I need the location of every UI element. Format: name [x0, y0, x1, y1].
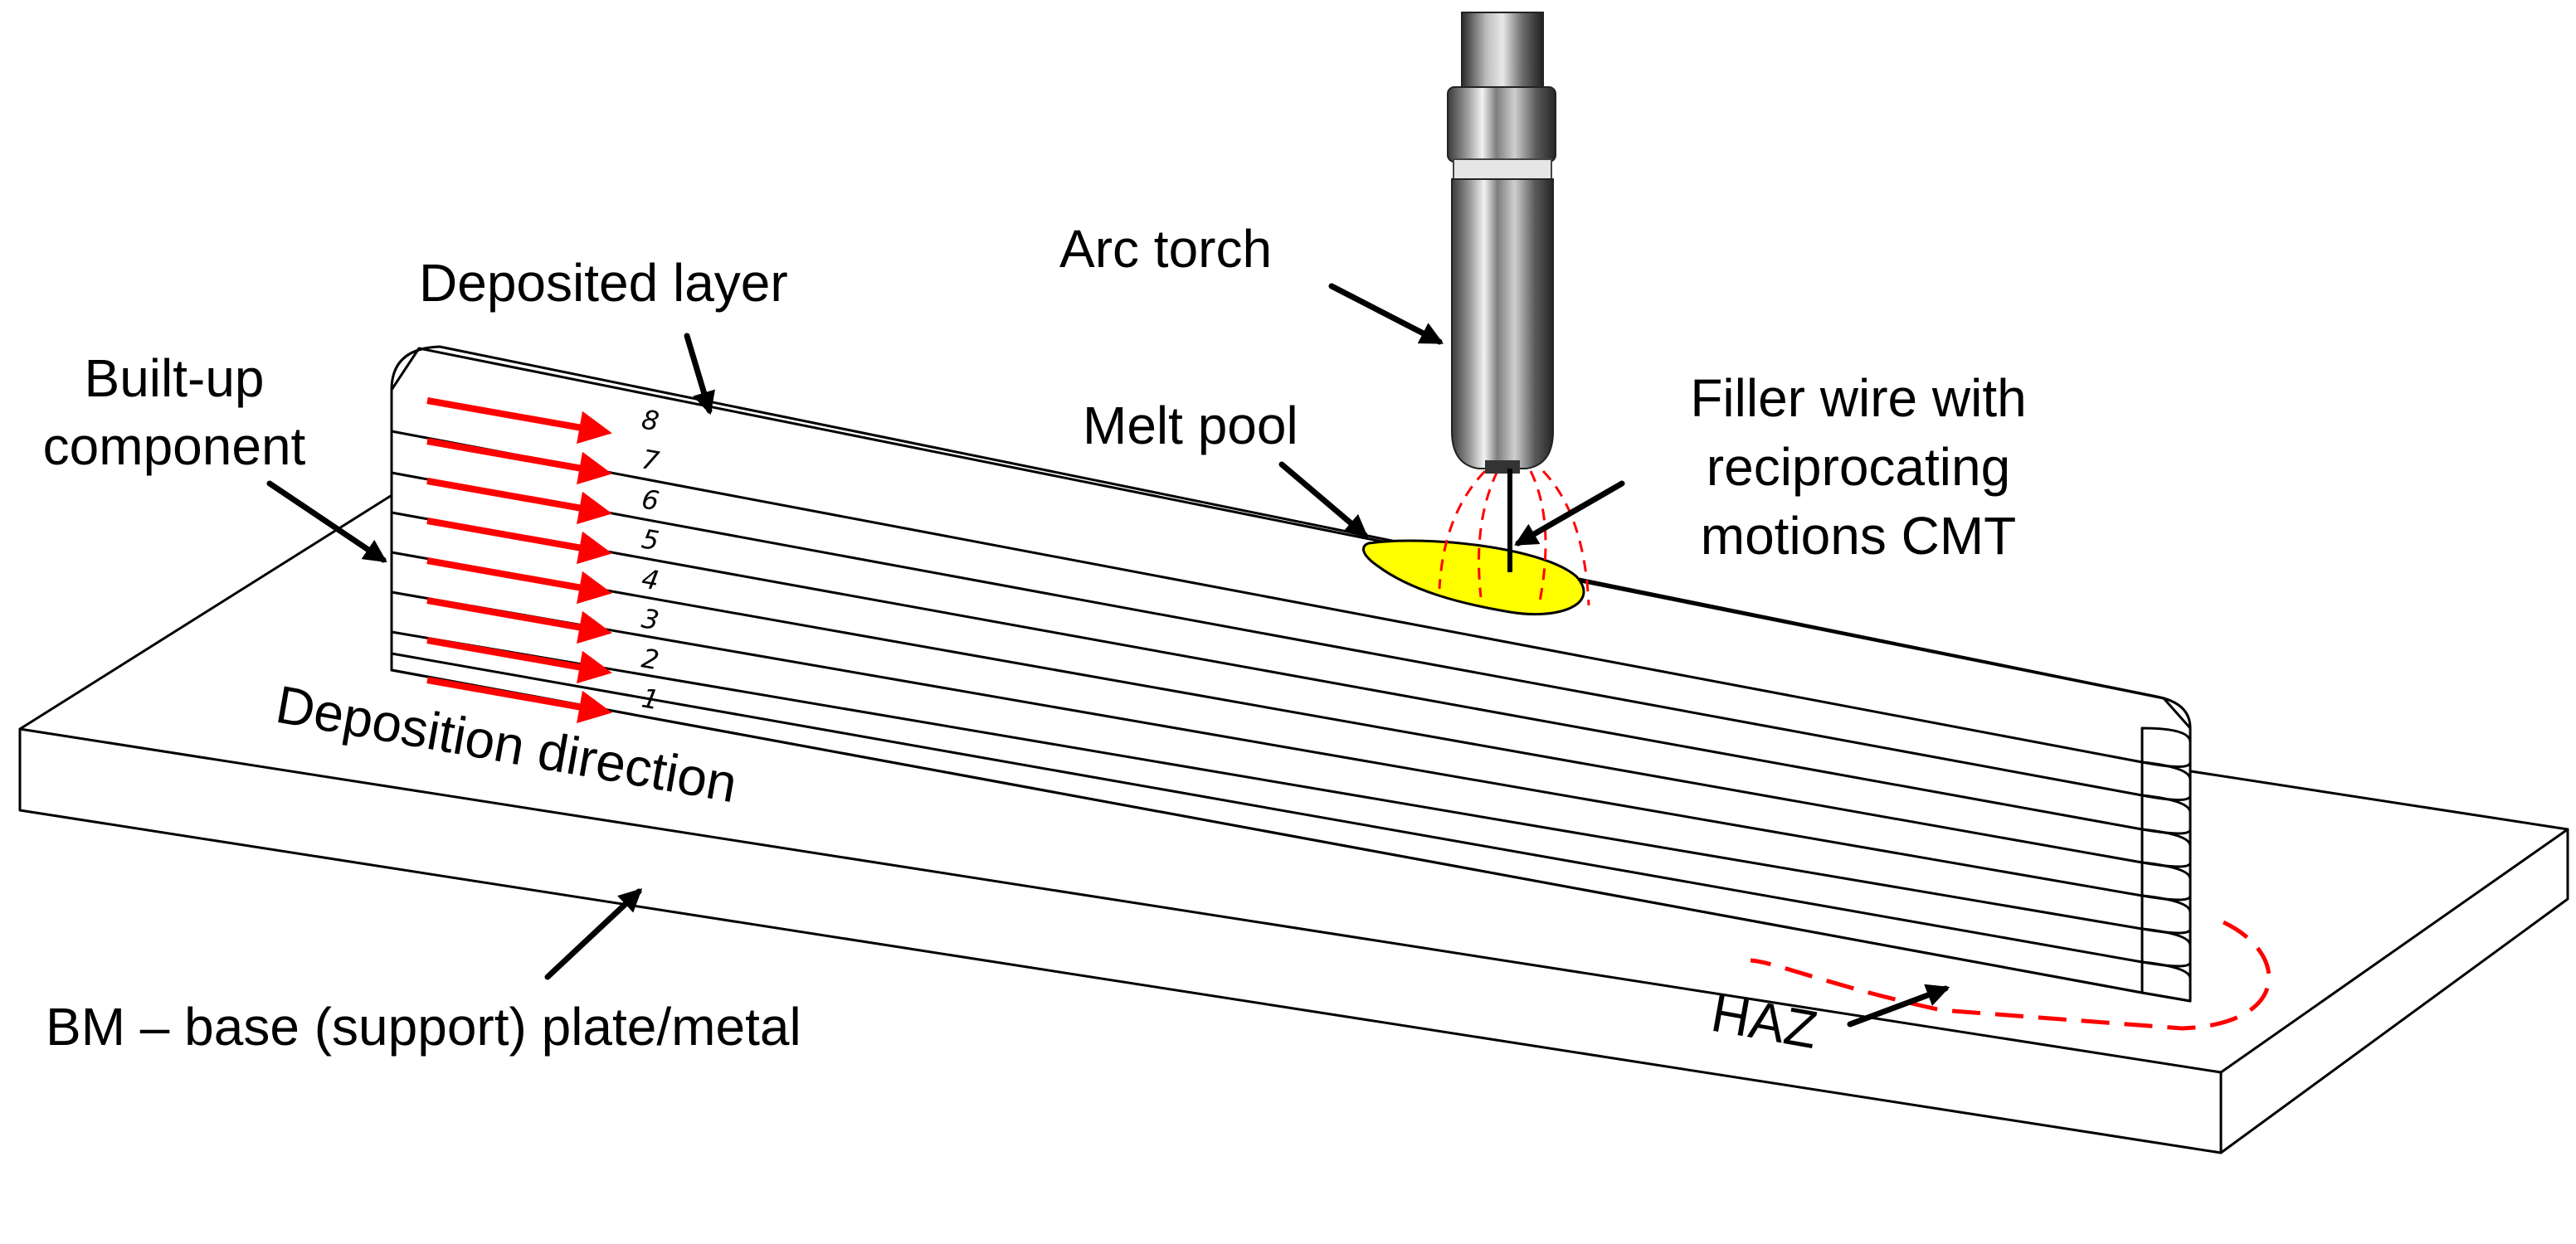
deposited-layer-label: Deposited layer [419, 253, 788, 313]
deposition-arrow-6 [426, 478, 612, 525]
deposition-arrow-1 [426, 677, 612, 724]
deposition-arrow-8 [426, 397, 612, 445]
filler-wire-label-line2: reciprocating [1707, 437, 2010, 497]
deposited-layer-pointer [684, 333, 715, 415]
melt-pool-label: Melt pool [1083, 396, 1298, 455]
haz-boundary [1750, 920, 2272, 1031]
filler-wire-pointer [1514, 480, 1625, 547]
base-metal-label: BM – base (support) plate/metal [46, 997, 801, 1057]
melt-pool-pointer [1278, 461, 1369, 538]
haz-pointer [1847, 984, 1950, 1028]
pointer-arrows [266, 283, 1950, 1028]
arc-torch-pointer [1328, 283, 1444, 345]
arc-torch [1447, 12, 1556, 572]
deposition-arrow-3 [426, 597, 612, 644]
layer-lines [390, 430, 2144, 964]
built-up-pointer [266, 480, 387, 563]
built-up-wall [390, 345, 2192, 1003]
deposition-arrow-5 [426, 518, 612, 565]
torch-nozzle [1451, 178, 1554, 469]
built-up-label-line2: component [43, 416, 306, 476]
torch-tip [1485, 460, 1520, 474]
filler-wire-label-line3: motions CMT [1701, 506, 2017, 566]
deposition-arrow-7 [426, 438, 612, 485]
built-up-label-line1: Built-up [85, 348, 265, 408]
torch-insulator-ring [1453, 158, 1552, 180]
torch-collar [1447, 86, 1556, 163]
deposition-arrows [426, 397, 612, 724]
deposition-arrow-4 [426, 557, 612, 605]
filler-wire-label-line1: Filler wire with [1690, 368, 2026, 428]
deposition-arrow-2 [426, 637, 612, 684]
arc-torch-label: Arc torch [1059, 219, 1272, 279]
torch-hose [1461, 12, 1544, 96]
base-metal-pointer [544, 888, 643, 980]
layer-end-profiles [2140, 726, 2192, 1003]
melt-pool [1362, 539, 1585, 616]
